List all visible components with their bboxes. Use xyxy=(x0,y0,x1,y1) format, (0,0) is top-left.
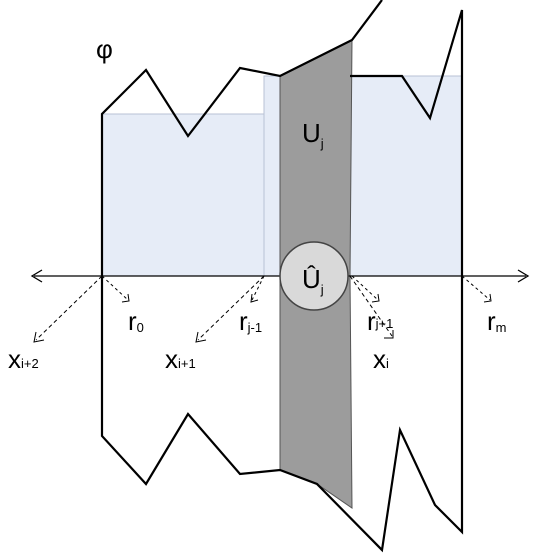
circle-u-hat-j xyxy=(279,241,349,311)
marker-rj-plus-arrow xyxy=(371,293,380,303)
label-x-i1: xi+1 xyxy=(165,344,196,374)
marker-rj-minus-arrow xyxy=(250,293,259,303)
label-u-j-main: U xyxy=(302,118,321,148)
label-x-i1-sub: i+1 xyxy=(178,356,196,371)
axis-x-i2 xyxy=(35,275,103,341)
label-rm-sub: m xyxy=(496,320,507,335)
label-r0-main: r xyxy=(128,306,137,336)
axis-left-arrow xyxy=(30,269,43,283)
label-u-hat-j-main: Û xyxy=(302,264,321,294)
axis-x-i xyxy=(349,275,393,337)
lower-boundary xyxy=(100,278,464,553)
marker-rm-arrow xyxy=(483,293,492,303)
label-r0-sub: 0 xyxy=(137,320,144,335)
axis-x-i1-arrow xyxy=(195,331,207,343)
axis-x-i-arrow xyxy=(384,330,394,339)
axis-right-arrow xyxy=(517,269,530,283)
label-x-i-main: x xyxy=(373,344,386,374)
label-rj-plus-sub: j+1 xyxy=(375,316,394,331)
label-rm: rm xyxy=(487,306,507,336)
label-x-i2-sub: i+2 xyxy=(21,356,39,371)
label-u-j-sub: j xyxy=(320,136,324,151)
label-rj-plus: rj+1 xyxy=(367,306,393,336)
label-u-j: Uj xyxy=(302,118,324,151)
label-x-i2: xi+2 xyxy=(8,344,39,374)
label-rj-minus-sub: j-1 xyxy=(247,320,262,335)
label-x-i2-main: x xyxy=(8,344,21,374)
label-u-hat-j-sub: j xyxy=(320,282,324,297)
marker-rm xyxy=(461,275,491,301)
label-x-i: xi xyxy=(373,344,389,374)
marker-rj-plus xyxy=(351,275,379,301)
upper-boundary xyxy=(100,0,383,278)
marker-rj-minus xyxy=(251,275,265,301)
upper-right-zigzag xyxy=(350,9,464,278)
label-rj-plus-main: r xyxy=(367,306,376,336)
axis-x-i2-arrow xyxy=(33,331,45,343)
label-x-i-sub: i xyxy=(386,356,389,371)
marker-r0 xyxy=(101,275,129,301)
marker-r0-arrow xyxy=(121,293,130,303)
axis-x-i1 xyxy=(197,275,265,341)
label-rj-minus-main: r xyxy=(239,306,248,336)
label-x-i1-main: x xyxy=(165,344,178,374)
label-u-hat-j: Ûj xyxy=(302,264,324,297)
label-rm-main: r xyxy=(487,306,496,336)
label-rj-minus: rj-1 xyxy=(239,306,262,336)
region-left xyxy=(101,113,265,277)
label-r0: r0 xyxy=(128,306,144,336)
label-phi: φ xyxy=(96,34,113,64)
